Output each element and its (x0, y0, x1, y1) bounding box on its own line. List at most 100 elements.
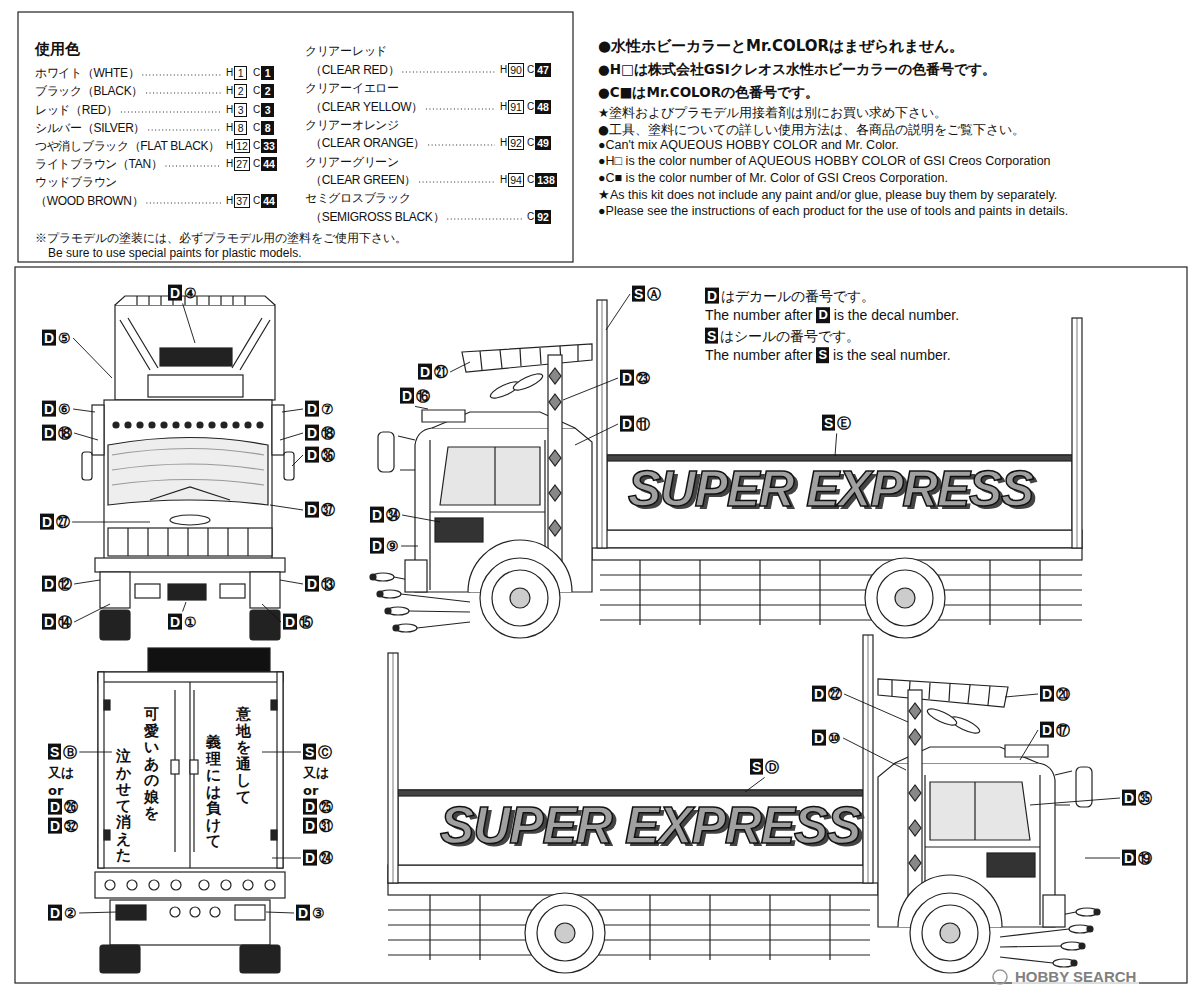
code-letter: C (253, 140, 260, 152)
callout-number: D⑯ (400, 388, 430, 405)
truck-front-view (120, 318, 270, 370)
code-letter: C (527, 64, 534, 76)
code-letter: H (500, 101, 507, 113)
truck-front-view (173, 422, 179, 428)
truck-front-view (250, 572, 280, 608)
mr-color-number: 44 (261, 194, 277, 208)
or-note: or (303, 783, 318, 799)
truck-front-view (113, 422, 263, 428)
or-note: 又は (48, 765, 74, 781)
leader-line (450, 362, 470, 372)
watermark-logo (993, 970, 1007, 984)
callout-number: SⒸ (303, 744, 332, 761)
note: ●水性ホビーカラーとMr.COLORはまぜられません。 (598, 37, 964, 55)
truck-rear-view (104, 830, 110, 840)
legend-note: is the seal number. (833, 347, 951, 364)
color-name: シルバー（SILVER） (35, 121, 145, 135)
leader-line (292, 455, 303, 466)
color-name: クリアーイエロー (305, 81, 399, 95)
code-letter: C (527, 137, 534, 149)
truck-front-view (209, 422, 215, 428)
leader-line (74, 580, 100, 584)
truck-rear-view (105, 880, 275, 890)
truck-rear-view (98, 672, 104, 868)
leader-line (79, 912, 116, 913)
code-letter: H (226, 195, 233, 207)
leader-line (74, 433, 98, 440)
mr-color-number: 2 (261, 84, 274, 98)
hobby-color-number: 37 (234, 194, 250, 208)
hobby-color-number: 94 (508, 173, 524, 187)
decal-mark: D (816, 307, 829, 323)
truck-front-view (100, 572, 130, 608)
color-name: （CLEAR YELLOW） (310, 100, 423, 114)
truck-rear-view (243, 880, 253, 890)
color-name: （CLEAR RED） (310, 63, 399, 77)
color-name: レッド（RED） (35, 103, 118, 117)
note: ★塗料およびプラモデル用接着剤は別にお買い求め下さい。 (598, 105, 947, 120)
hobby-color-number: 12 (234, 139, 250, 153)
callout-number: D㉗ (40, 514, 70, 531)
code-letter: H (500, 137, 507, 149)
dot-leader (428, 145, 495, 146)
note: ●C■ is the color number of Mr. Color of … (598, 171, 948, 186)
mr-color-number: 33 (261, 139, 277, 153)
truck-rear-view (271, 700, 277, 710)
panel-lettering: SUPER EXPRESS (628, 464, 1033, 513)
truck-rear-view (110, 900, 270, 945)
color-name: つや消しブラック（FLAT BLACK） (35, 139, 220, 153)
truck-rear-view (190, 760, 198, 774)
dot-leader (426, 109, 495, 110)
mr-color-number: 1 (261, 66, 274, 80)
legend-note: is the decal number. (834, 307, 959, 324)
callout-number: D⑭ (42, 614, 72, 631)
mr-color-number: 92 (535, 210, 551, 224)
truck-rear-view (149, 880, 159, 890)
callout-number: D⑤ (42, 330, 71, 347)
truck-front-view (108, 438, 268, 506)
truck-rear-view (98, 672, 283, 868)
leader-line (272, 858, 301, 859)
dot-leader (402, 72, 495, 73)
code-letter: C (527, 211, 534, 223)
truck-rear-view (171, 760, 179, 774)
truck-rear-view (171, 880, 181, 890)
callout-number: D⑦ (305, 401, 334, 418)
callout-number: D㉞ (370, 507, 400, 524)
hobby-color-number: 1 (234, 66, 247, 80)
color-name: クリアーレッド (305, 44, 387, 58)
truck-front-view (104, 400, 272, 565)
truck-rear-view (190, 907, 200, 917)
truck-rear-view (100, 945, 140, 973)
hobby-color-number: 91 (508, 100, 524, 114)
color-name: （CLEAR ORANGE） (310, 136, 425, 150)
watermark-logo (993, 970, 1007, 984)
note: ●Can't mix AQUEOUS HOBBY COLOR and Mr. C… (598, 138, 899, 153)
door-lettering: 泣かせて消えた (116, 748, 131, 864)
leader-line (262, 604, 281, 622)
color-name: クリアーオレンジ (305, 118, 399, 132)
truck-rear-view (235, 905, 265, 920)
truck-front-view (137, 422, 143, 428)
truck-front-view (197, 422, 203, 428)
or-note: or (48, 783, 63, 799)
callout-number: D⑫ (42, 576, 72, 593)
hobby-color-number: 3 (234, 103, 247, 117)
callout-number: D㉜ (48, 818, 78, 835)
truck-rear-view (95, 648, 285, 973)
truck-side-view (370, 300, 1082, 638)
legend-note: The number after (705, 307, 812, 324)
leader-line (270, 505, 303, 510)
color-name: ウッドブラウン (35, 175, 117, 189)
truck-rear-view (210, 907, 220, 917)
truck-front-view (82, 296, 294, 640)
truck-front-view (257, 422, 263, 428)
truck-rear-view (148, 648, 270, 672)
truck-front-view (149, 422, 155, 428)
note: Be sure to use special paints for plasti… (48, 246, 301, 260)
dot-leader (419, 182, 495, 183)
dot-leader (142, 75, 221, 76)
truck-front-view (128, 528, 248, 556)
leader-line (606, 294, 630, 330)
callout-number: D㉕ (303, 799, 333, 816)
